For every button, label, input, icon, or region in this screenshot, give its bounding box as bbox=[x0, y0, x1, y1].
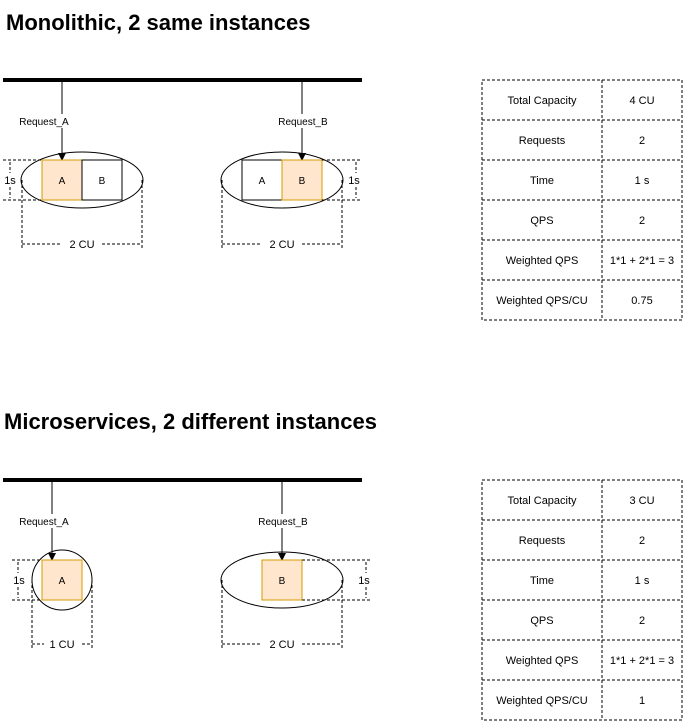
metric-name: Weighted QPS/CU bbox=[496, 695, 588, 707]
section-title: Monolithic, 2 same instances bbox=[6, 10, 310, 35]
metric-value: 3 CU bbox=[629, 495, 654, 507]
width-label: 2 CU bbox=[269, 639, 294, 651]
metric-name: Requests bbox=[519, 135, 566, 147]
metric-name: Total Capacity bbox=[507, 95, 577, 107]
metrics-table-text: Total Capacity 4 CU Requests 2 Time 1 s … bbox=[496, 95, 674, 307]
metric-value: 1 s bbox=[635, 175, 650, 187]
service-label: B bbox=[299, 176, 306, 187]
height-label: 1s bbox=[358, 575, 370, 587]
service-label: A bbox=[259, 176, 266, 187]
width-label: 2 CU bbox=[269, 239, 294, 251]
instance-2: Request_B B 1s 2 CU bbox=[220, 480, 372, 651]
metric-value: 2 bbox=[639, 135, 645, 147]
request-label: Request_A bbox=[19, 517, 69, 528]
monolithic-section: Monolithic, 2 same instances Request_A A… bbox=[3, 10, 683, 321]
height-label: 1s bbox=[348, 175, 360, 187]
metric-value: 2 bbox=[639, 215, 645, 227]
height-label: 1s bbox=[13, 575, 25, 587]
section-title: Microservices, 2 different instances bbox=[4, 409, 377, 434]
metric-name: Weighted QPS bbox=[506, 655, 579, 667]
service-box bbox=[41, 559, 83, 601]
instance-1: Request_A A 1s 1 CU bbox=[11, 480, 93, 651]
request-label: Request_B bbox=[278, 117, 328, 128]
metric-value: 1 bbox=[639, 695, 645, 707]
service-label: B bbox=[99, 176, 106, 187]
instance-ellipse bbox=[220, 551, 344, 609]
service-box bbox=[41, 159, 83, 201]
service-label: B bbox=[279, 576, 286, 587]
service-label: A bbox=[59, 576, 66, 587]
metric-value: 2 bbox=[639, 535, 645, 547]
metrics-table bbox=[481, 79, 683, 321]
instance-ellipse bbox=[20, 151, 144, 209]
metric-value: 2 bbox=[639, 615, 645, 627]
service-label: A bbox=[59, 176, 66, 187]
height-label: 1s bbox=[4, 175, 16, 187]
instance-2: Request_B A B 1s 2 CU bbox=[220, 80, 362, 251]
metric-name: QPS bbox=[530, 215, 553, 227]
metrics-table bbox=[481, 479, 683, 721]
service-box bbox=[81, 159, 123, 201]
service-box bbox=[241, 159, 283, 201]
width-label: 2 CU bbox=[69, 239, 94, 251]
metrics-table-text: Total Capacity 3 CU Requests 2 Time 1 s … bbox=[496, 495, 674, 707]
instance-ellipse bbox=[220, 151, 344, 209]
metric-name: Time bbox=[530, 575, 554, 587]
request-label: Request_B bbox=[258, 517, 308, 528]
metric-name: QPS bbox=[530, 615, 553, 627]
service-box bbox=[281, 159, 323, 201]
metric-name: Requests bbox=[519, 535, 566, 547]
metric-name: Weighted QPS/CU bbox=[496, 295, 588, 307]
metric-name: Weighted QPS bbox=[506, 255, 579, 267]
metric-value: 4 CU bbox=[629, 95, 654, 107]
metric-value: 0.75 bbox=[631, 295, 652, 307]
service-box bbox=[261, 559, 303, 601]
request-label: Request_A bbox=[19, 117, 69, 128]
metric-name: Time bbox=[530, 175, 554, 187]
instance-1: Request_A A B 1s 2 CU bbox=[3, 80, 144, 251]
metric-value: 1*1 + 2*1 = 3 bbox=[610, 255, 674, 267]
microservices-section: Microservices, 2 different instances Req… bbox=[3, 409, 683, 721]
metric-value: 1*1 + 2*1 = 3 bbox=[610, 655, 674, 667]
metric-value: 1 s bbox=[635, 575, 650, 587]
metric-name: Total Capacity bbox=[507, 495, 577, 507]
width-label: 1 CU bbox=[49, 639, 74, 651]
